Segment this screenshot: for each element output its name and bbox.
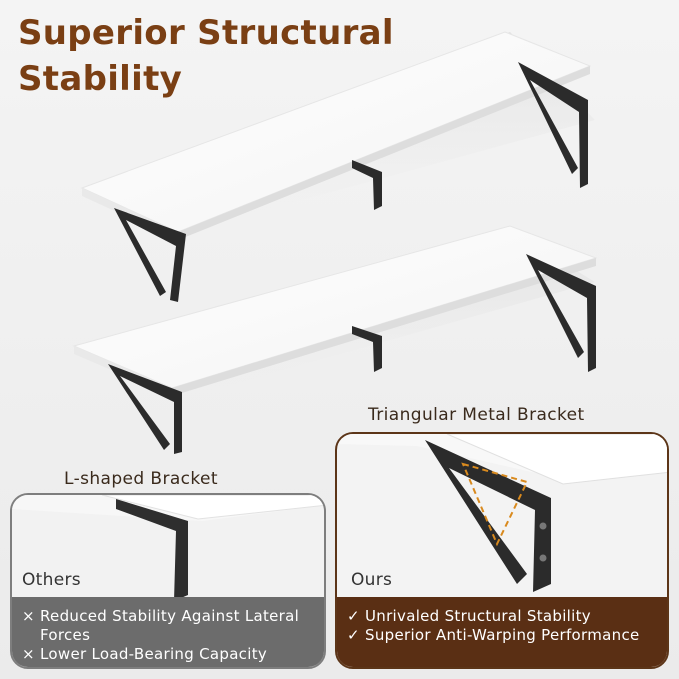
check-icon: ✓ <box>347 626 360 644</box>
others-heading: Others <box>22 570 81 590</box>
lower-shelf <box>72 225 598 454</box>
ours-heading: Ours <box>351 570 393 590</box>
others-item: × Lower Load-Bearing Capacity <box>22 645 316 664</box>
others-list: × Reduced Stability Against Lateral Forc… <box>12 597 324 667</box>
others-panel: Others × Reduced Stability Against Later… <box>10 493 326 669</box>
triangular-bracket-label: Triangular Metal Bracket <box>368 405 585 425</box>
cross-icon: × <box>22 607 35 625</box>
others-item-text: Reduced Stability Against Lateral Forces <box>40 607 300 644</box>
upper-shelf <box>80 31 595 302</box>
ours-item-text: Superior Anti-Warping Performance <box>365 626 640 644</box>
page-title: Superior Structural Stability <box>18 13 394 99</box>
ours-item-text: Unrivaled Structural Stability <box>365 607 591 625</box>
cross-icon: × <box>22 645 35 663</box>
l-bracket-closeup <box>12 495 324 601</box>
others-item-text: Lower Load-Bearing Capacity <box>40 645 268 663</box>
l-shaped-bracket-label: L-shaped Bracket <box>64 469 218 489</box>
ours-item: ✓ Unrivaled Structural Stability <box>347 607 659 626</box>
others-item: × Reduced Stability Against Lateral Forc… <box>22 607 316 645</box>
ours-panel: Ours ✓ Unrivaled Structural Stability ✓ … <box>335 432 669 669</box>
check-icon: ✓ <box>347 607 360 625</box>
ours-item: ✓ Superior Anti-Warping Performance <box>347 626 659 645</box>
triangular-bracket-closeup <box>337 434 667 592</box>
ours-list: ✓ Unrivaled Structural Stability ✓ Super… <box>337 597 667 667</box>
